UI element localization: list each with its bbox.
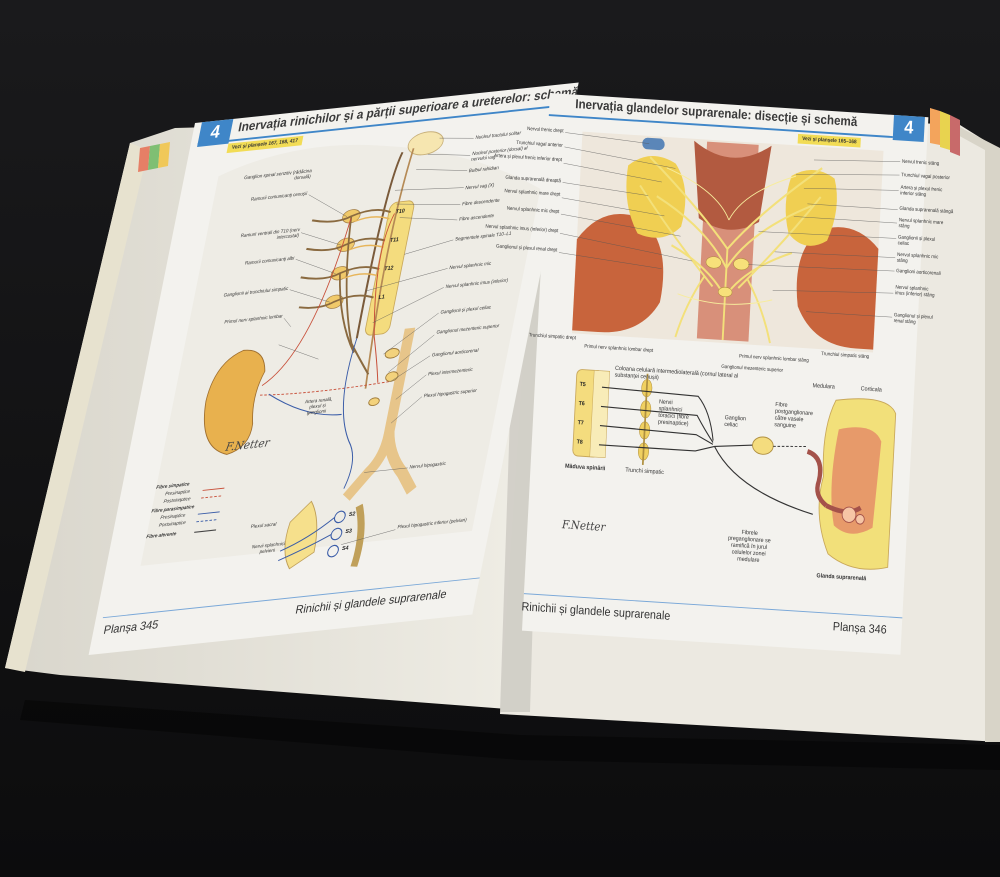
label-seg-t11: T11 [389,237,400,244]
label-seg-s3: S3 [344,528,353,535]
label-seg-t8: T8 [576,439,583,446]
label-fibre-post: Fibre postganglionare către vasele sangu… [774,401,814,430]
thumb-tabs-left [138,142,170,172]
label-nervi-toracici: Nervii splanhnici toracici (fibre presin… [657,398,689,428]
label-seg-t5: T5 [579,381,586,389]
label-corticala: Corticala [860,385,882,394]
right-page: Inervația glandelor suprarenale: disecți… [485,93,953,655]
left-page: 4 Inervația rinichilor și a părții super… [88,82,580,655]
label-seg-l1: L1 [377,294,386,301]
right-signature: F.Netter [561,517,606,534]
right-stack-edge [930,108,1000,742]
thumb-tabs-right [930,108,960,156]
book-shadow [20,700,1000,770]
adrenal-dissection-and-schema [558,131,901,570]
label-seg-t6: T6 [578,401,585,408]
label-seg-t10: T10 [395,208,406,216]
label-seg-t7: T7 [577,420,584,427]
label-fibrele-pre: Fibrele preganglionare se ramifică în ju… [727,529,771,564]
left-cover-edge [5,143,148,672]
label-seg-s2: S2 [348,511,356,518]
label-seg-s4: S4 [341,545,349,553]
label-ganglion-celiac: Ganglion celiac [724,414,747,429]
label-seg-t12: T12 [383,265,394,273]
label-medulara: Medulara [812,382,835,391]
kidney-innervation-diagram [140,131,541,570]
